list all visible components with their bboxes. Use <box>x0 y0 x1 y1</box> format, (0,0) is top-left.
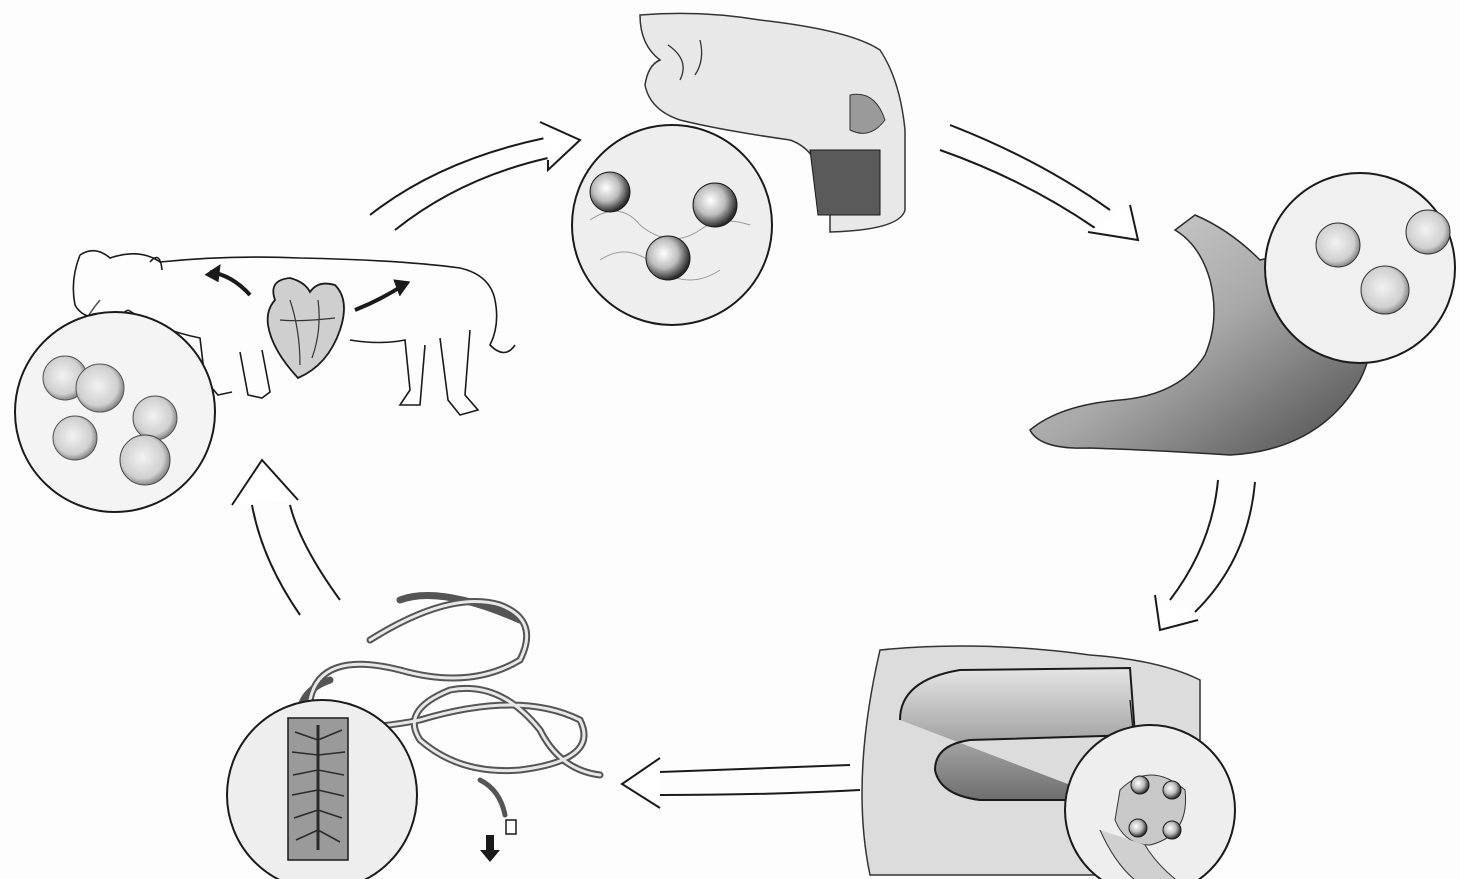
arrow-intestine-to-worm <box>622 758 860 808</box>
gravid-proglottid-inset <box>227 700 417 879</box>
arrow-worm-to-cattle <box>232 460 340 615</box>
arrow-cattle-to-mouth <box>370 122 580 230</box>
stomach-cysticerci-inset <box>1265 173 1455 363</box>
heart-icon <box>268 278 344 378</box>
cysticerci-in-meat-inset <box>572 125 772 325</box>
cysts-in-muscle-inset <box>15 312 215 512</box>
proglottid-release <box>480 780 516 862</box>
scolex-inset <box>1065 725 1235 879</box>
arrow-mouth-to-stomach <box>940 125 1138 240</box>
arrow-stomach-to-intestine <box>1155 480 1255 630</box>
